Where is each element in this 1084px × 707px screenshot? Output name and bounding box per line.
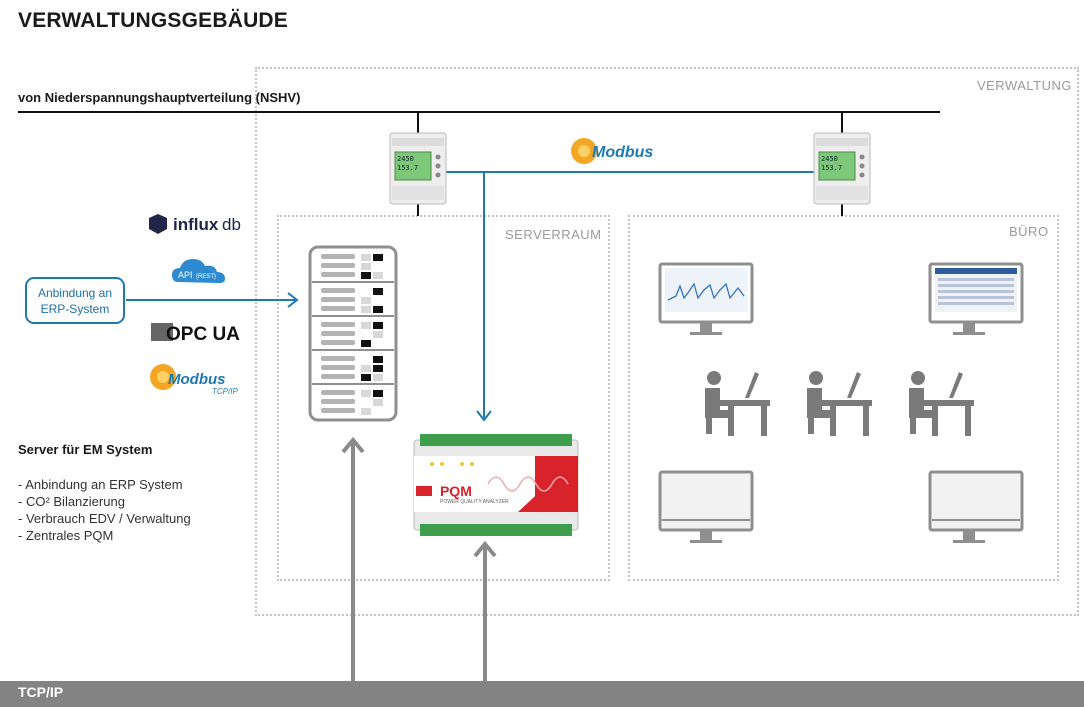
feature-item: - CO² Bilanzierung [18,494,125,509]
api-rest-logo: API {REST} [172,259,225,283]
meter1-readout-line1: 2450 [397,155,414,163]
server-title: Server für EM System [18,442,153,457]
pqm-label: PQM [440,483,472,499]
erp-box-line1: Anbindung an [37,285,113,300]
workstation-person-icon-2 [807,371,872,436]
monitor-blank-2 [928,470,1024,543]
modbus-logo: Modbus [571,138,653,164]
energy-meter-1 [389,132,447,205]
feature-item: - Anbindung an ERP System [18,477,183,492]
modbus-tcp-logo: Modbus TCP/IP [150,364,238,396]
erp-system-box: Anbindung an ERP-System [25,277,125,324]
modbus-logo-text: Modbus [592,144,653,161]
modbus-tcp-logo-text: Modbus [168,371,226,388]
api-rest-text: {REST} [196,274,216,280]
zone-label-verwaltung: VERWALTUNG [976,78,1072,93]
zone-label-buero: BÜRO [1009,224,1049,239]
zone-buero [628,215,1059,581]
opc-ua-logo: OPC UA [151,323,240,345]
meter2-readout-line1: 2450 [821,155,838,163]
meter1-readout: 2450 153.7 [397,155,418,173]
meter2-readout-line2: 153.7 [821,164,843,172]
server-rack [308,245,398,422]
energy-meter-2 [813,132,871,205]
meter1-readout-line2: 153.7 [397,164,419,172]
workstation-person-icon-3 [909,371,974,436]
bus-label: von Niederspannungshauptverteilung (NSHV… [18,90,301,105]
monitor-table-screen [928,262,1024,335]
api-text: API [178,270,193,280]
opc-ua-text: OPC UA [166,324,240,345]
tcp-arrowhead-pqm [473,540,497,558]
tcp-ip-network-bar [0,681,1084,707]
erp-box-line2: ERP-System [40,301,110,316]
modbus-arrowhead [476,410,492,422]
tcp-arrowhead-server [341,436,365,454]
zone-serverraum [277,215,610,581]
influxdb-light-text: db [222,215,241,234]
server-feature-list: - Anbindung an ERP System - CO² Bilanzie… [18,476,191,544]
influxdb-bold-text: influx [173,215,219,234]
page-title: VERWALTUNGSGEBÄUDE [18,9,289,32]
influxdb-logo: influx db [149,214,241,234]
workstation-person-icon-1 [705,371,770,436]
pqm-sublabel: POWER QUALITY ANALYZER [440,499,509,505]
erp-arrowhead [287,292,299,308]
pqm-device [413,434,579,536]
meter2-readout: 2450 153.7 [821,155,842,173]
zone-verwaltung [255,67,1079,616]
modbus-tcp-sub-text: TCP/IP [212,387,238,396]
zone-label-serverraum: SERVERRAUM [505,227,602,242]
monitor-blank-1 [658,470,754,543]
feature-item: - Zentrales PQM [18,528,114,543]
feature-item: - Verbrauch EDV / Verwaltung [18,511,191,526]
tcp-ip-label: TCP/IP [18,684,64,700]
monitor-chart-screen [658,262,754,335]
